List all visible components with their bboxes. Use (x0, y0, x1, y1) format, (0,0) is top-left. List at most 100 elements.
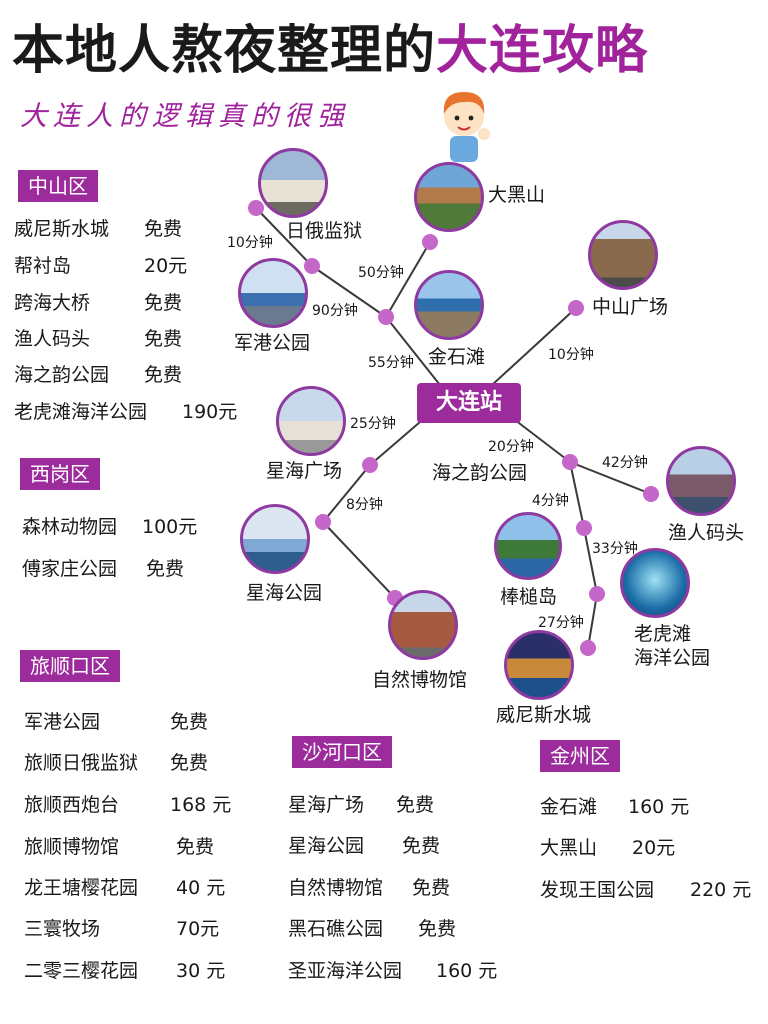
item-name: 旅顺西炮台 (24, 794, 120, 816)
node-yurenmatou (643, 486, 659, 502)
time-label: 4分钟 (532, 493, 569, 509)
item-name: 帮衬岛 (14, 255, 72, 277)
node-rieyjianyu (248, 200, 264, 216)
time-label: 27分钟 (538, 615, 584, 631)
place-label: 渔人码头 (668, 522, 745, 544)
item-name: 圣亚海洋公园 (288, 960, 403, 982)
item-name: 发现王国公园 (540, 879, 655, 901)
place-label: 军港公园 (234, 332, 311, 354)
item-price: 免费 (402, 835, 441, 857)
item-name: 跨海大桥 (14, 292, 91, 314)
item-name: 渔人码头 (14, 328, 91, 350)
node-haizhiyun (562, 454, 578, 470)
list-item: 旅顺日俄监狱免费 (24, 748, 208, 775)
district-badge-jinzhou: 金州区 (540, 740, 620, 772)
district-badge-zhongshan: 中山区 (18, 170, 98, 202)
item-name: 星海公园 (288, 835, 365, 857)
item-price: 168 元 (170, 794, 232, 816)
item-name: 龙王塘樱花园 (24, 877, 139, 899)
item-name: 星海广场 (288, 794, 365, 816)
node-xinghaigongyuan (315, 514, 331, 530)
node-daheishan (422, 234, 438, 250)
item-price: 160 元 (436, 960, 498, 982)
list-item: 海之韵公园免费 (14, 360, 182, 387)
hub-station: 大连站 (417, 383, 521, 423)
place-label: 海之韵公园 (432, 462, 528, 484)
node-xinghaiguangchang (362, 457, 378, 473)
place-label: 日俄监狱 (286, 220, 363, 242)
place-label: 棒槌岛 (500, 586, 558, 608)
item-name: 老虎滩海洋公园 (14, 401, 148, 423)
list-item: 大黑山 20元 (540, 833, 675, 860)
photo-zhongshan (588, 220, 658, 290)
item-name: 军港公园 (24, 711, 101, 733)
list-item: 旅顺博物馆 免费 (24, 832, 214, 859)
photo-yurenmatou (666, 446, 736, 516)
cartoon-boy-icon (443, 92, 490, 162)
item-price: 30 元 (176, 960, 226, 982)
place-label: 星海广场 (266, 460, 343, 482)
node-zhongshan (568, 300, 584, 316)
time-label: 50分钟 (358, 265, 404, 281)
item-price: 20元 (632, 837, 676, 859)
photo-bangchuidao (494, 512, 562, 580)
list-item: 自然博物馆免费 (288, 873, 450, 900)
subtitle: 大连人的逻辑真的很强 (20, 101, 350, 132)
item-name: 大黑山 (540, 837, 598, 859)
item-name: 傅家庄公园 (22, 558, 118, 580)
list-item: 军港公园免费 (24, 707, 208, 734)
photo-xinghaigongyuan (240, 504, 310, 574)
district-badge-lvshun: 旅顺口区 (20, 650, 120, 682)
photo-xinghaiguangchang (276, 386, 346, 456)
place-label: 星海公园 (246, 582, 323, 604)
photo-daheishan (414, 162, 484, 232)
photo-ziran (388, 590, 458, 660)
item-price: 160 元 (628, 796, 690, 818)
time-label: 55分钟 (368, 355, 414, 371)
list-item: 龙王塘樱花园 40 元 (24, 873, 225, 900)
item-price: 100元 (142, 516, 198, 538)
list-item: 金石滩 160 元 (540, 792, 689, 819)
list-item: 黑石礁公园 免费 (288, 914, 456, 941)
page-title: 本地人熬夜整理的大连攻略 (12, 8, 648, 83)
item-name: 黑石礁公园 (288, 918, 384, 940)
item-price: 免费 (176, 836, 215, 858)
list-item: 圣亚海洋公园 160 元 (288, 956, 497, 983)
item-name: 金石滩 (540, 796, 598, 818)
item-name: 旅顺博物馆 (24, 836, 120, 858)
time-label: 33分钟 (592, 541, 638, 557)
time-label: 25分钟 (350, 416, 396, 432)
item-price: 免费 (418, 918, 457, 940)
list-item: 傅家庄公园 免费 (22, 554, 184, 581)
item-price: 40 元 (176, 877, 226, 899)
time-label: 90分钟 (312, 303, 358, 319)
photo-jinshitan (414, 270, 484, 340)
node-junction-north (378, 309, 394, 325)
item-price: 免费 (170, 752, 209, 774)
item-price: 190元 (182, 401, 238, 423)
route-nodes (248, 200, 659, 656)
title-part1: 本地人熬夜整理的 (12, 21, 437, 81)
district-badge-shahekou: 沙河口区 (292, 736, 392, 768)
place-label: 威尼斯水城 (496, 704, 592, 726)
time-label: 10分钟 (548, 347, 594, 363)
list-item: 威尼斯水城免费 (14, 214, 182, 241)
node-jungang (304, 258, 320, 274)
item-price: 免费 (146, 558, 185, 580)
item-price: 免费 (144, 292, 183, 314)
time-label: 10分钟 (227, 235, 273, 251)
photo-weinisi (504, 630, 574, 700)
route-lines (255, 207, 652, 649)
list-item: 渔人码头免费 (14, 324, 182, 351)
time-label: 8分钟 (346, 497, 383, 513)
item-name: 威尼斯水城 (14, 218, 110, 240)
place-label: 中山广场 (592, 296, 669, 318)
district-badge-xigang: 西岗区 (20, 458, 100, 490)
item-price: 免费 (412, 877, 451, 899)
item-price: 70元 (176, 918, 220, 940)
list-item: 旅顺西炮台 168 元 (24, 790, 231, 817)
